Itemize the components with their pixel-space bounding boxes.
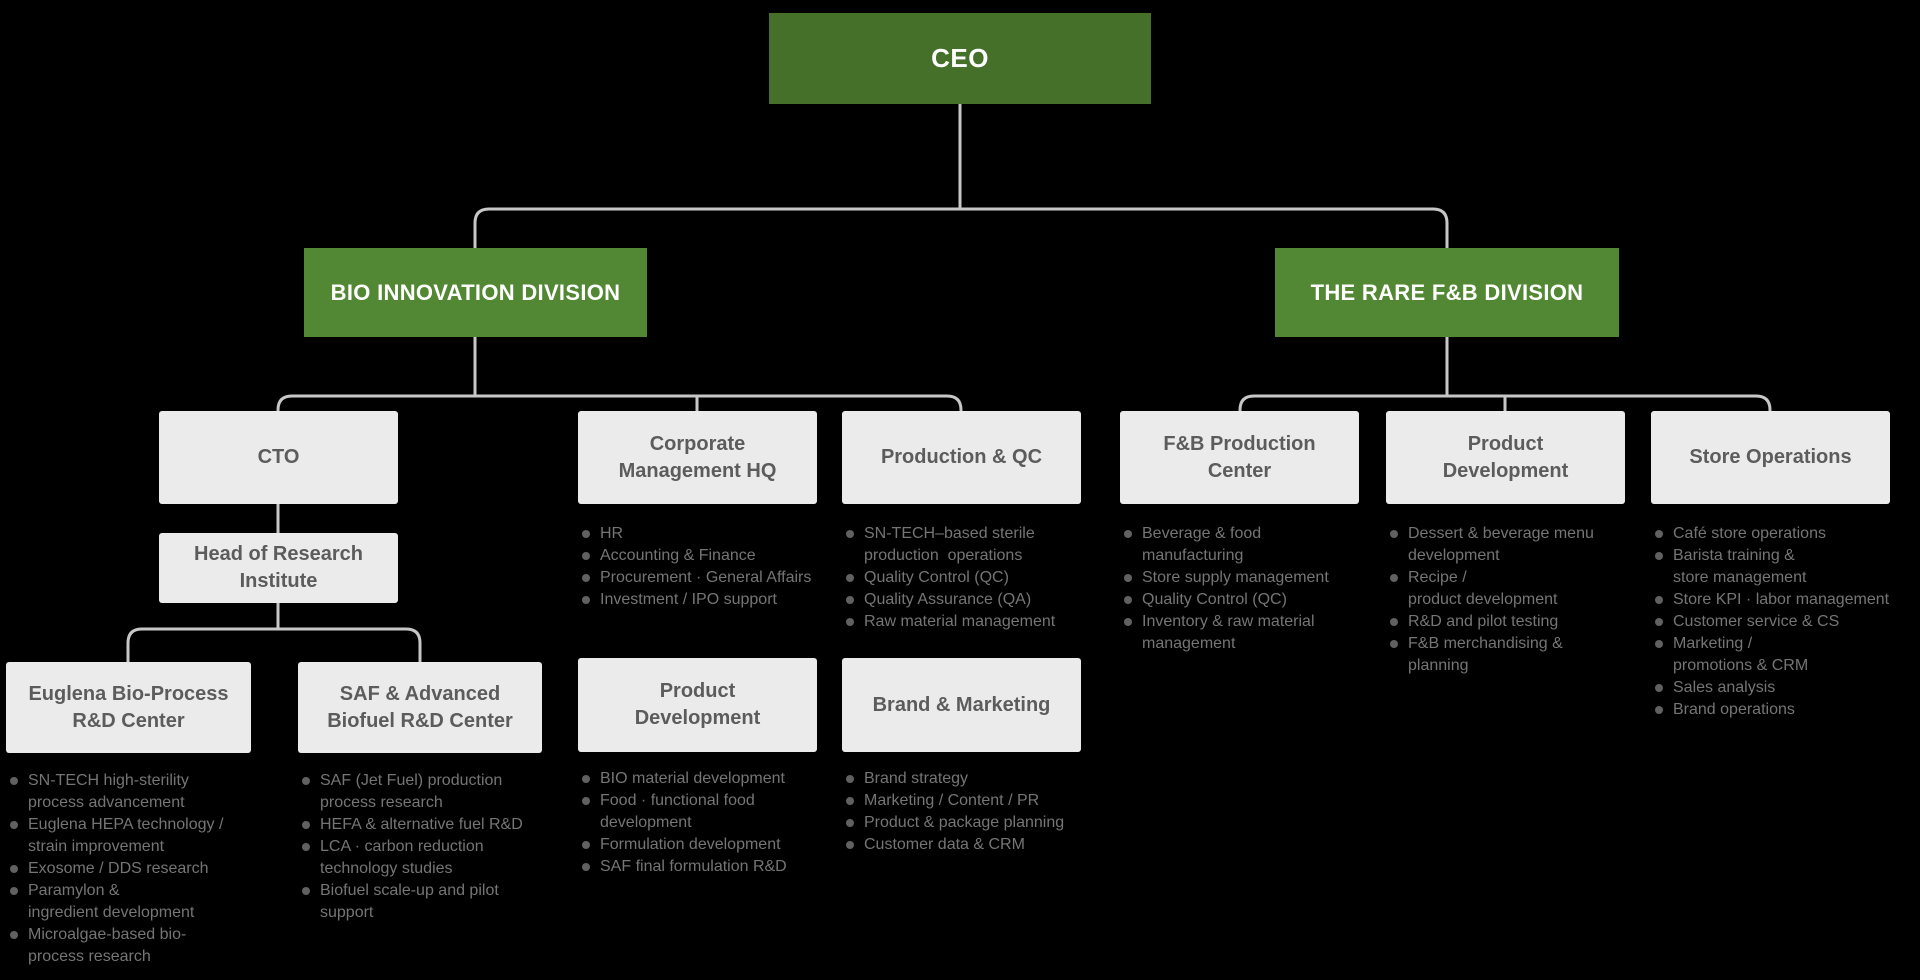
saf-advanced-biofuel-rd-center-bullet-list: SAF (Jet Fuel) production process resear… xyxy=(298,770,523,924)
org-node-fnb-division: THE RARE F&B DIVISION xyxy=(1275,248,1619,337)
bullet-item: SAF final formulation R&D xyxy=(578,856,787,878)
org-node-ceo: CEO xyxy=(769,13,1151,104)
bullet-item: Store KPI · labor management xyxy=(1651,589,1889,611)
bullet-item: Customer data & CRM xyxy=(842,834,1064,856)
bullet-item: Biofuel scale-up and pilot support xyxy=(298,880,523,924)
fnb-production-center-title: F&B Production Center xyxy=(1163,432,1316,482)
org-node-product-development-bio: Product Development xyxy=(578,658,817,752)
org-node-head-of-research-institute: Head of Research Institute xyxy=(159,533,398,603)
bullet-item: Procurement · General Affairs xyxy=(578,567,811,589)
bullet-item: R&D and pilot testing xyxy=(1386,611,1594,633)
bullet-item: Store supply management xyxy=(1120,567,1329,589)
bullet-item: Exosome / DDS research xyxy=(6,858,223,880)
bullet-item: Café store operations xyxy=(1651,523,1889,545)
product-development-fnb-title: Product Development xyxy=(1442,432,1569,482)
org-node-bio-division: BIO INNOVATION DIVISION xyxy=(304,248,647,337)
bullet-item: Inventory & raw material management xyxy=(1120,611,1329,655)
bullet-item: Brand operations xyxy=(1651,699,1889,721)
bullet-item: Marketing / Content / PR xyxy=(842,790,1064,812)
ceo-title: CEO xyxy=(931,43,989,73)
bullet-item: SN-TECH–based sterile production operati… xyxy=(842,523,1055,567)
bullet-item: Recipe / product development xyxy=(1386,567,1594,611)
product-development-bio-title: Product Development xyxy=(634,680,761,729)
bullet-item: Dessert & beverage menu development xyxy=(1386,523,1594,567)
production-qc-bullet-list: SN-TECH–based sterile production operati… xyxy=(842,523,1055,633)
bullet-item: Brand strategy xyxy=(842,768,1064,790)
bullet-item: Sales analysis xyxy=(1651,677,1889,699)
bullet-item: Investment / IPO support xyxy=(578,589,811,611)
org-node-corporate-management-hq: Corporate Management HQ xyxy=(578,411,817,504)
bullet-item: Paramylon & ingredient development xyxy=(6,880,223,924)
bullet-item: Product & package planning xyxy=(842,812,1064,834)
euglena-bio-process-rd-center-title: Euglena Bio-Process R&D Center xyxy=(28,682,229,732)
bullet-item: Barista training & store management xyxy=(1651,545,1889,589)
org-node-fnb-production-center: F&B Production Center xyxy=(1120,411,1359,504)
bullet-item: Euglena HEPA technology / strain improve… xyxy=(6,814,223,858)
bullet-item: Food · functional food development xyxy=(578,790,787,834)
org-node-brand-marketing: Brand & Marketing xyxy=(842,658,1081,752)
bullet-item: Quality Control (QC) xyxy=(1120,589,1329,611)
bullet-item: BIO material development xyxy=(578,768,787,790)
bullet-item: Formulation development xyxy=(578,834,787,856)
production-qc-title: Production & QC xyxy=(880,446,1043,468)
cto-title: CTO xyxy=(257,446,300,468)
connector-top-rail xyxy=(473,207,1449,250)
connector-bio-rail xyxy=(276,394,963,414)
fnb-division-title: THE RARE F&B DIVISION xyxy=(1310,279,1584,305)
bullet-item: LCA · carbon reduction technology studie… xyxy=(298,836,523,880)
bullet-item: Raw material management xyxy=(842,611,1055,633)
bullet-item: Quality Control (QC) xyxy=(842,567,1055,589)
store-operations-title: Store Operations xyxy=(1689,446,1852,468)
bullet-item: Beverage & food manufacturing xyxy=(1120,523,1329,567)
bullet-item: SN-TECH high-sterility process advanceme… xyxy=(6,770,223,814)
connector-research-rail xyxy=(126,627,422,666)
org-node-saf-advanced-biofuel-rd-center: SAF & Advanced Biofuel R&D Center xyxy=(298,662,542,753)
bio-division-title: BIO INNOVATION DIVISION xyxy=(330,279,621,305)
corporate-management-hq-title: Corporate Management HQ xyxy=(618,432,777,482)
bullet-item: HEFA & alternative fuel R&D xyxy=(298,814,523,836)
euglena-bio-process-rd-center-bullet-list: SN-TECH high-sterility process advanceme… xyxy=(6,770,223,968)
org-node-cto: CTO xyxy=(159,411,398,504)
bullet-item: Marketing / promotions & CRM xyxy=(1651,633,1889,677)
bullet-item: Accounting & Finance xyxy=(578,545,811,567)
bullet-item: F&B merchandising & planning xyxy=(1386,633,1594,677)
brand-marketing-title: Brand & Marketing xyxy=(872,693,1051,716)
bullet-item: Quality Assurance (QA) xyxy=(842,589,1055,611)
org-node-euglena-bio-process-rd-center: Euglena Bio-Process R&D Center xyxy=(6,662,251,753)
bullet-item: Microalgae-based bio- process research xyxy=(6,924,223,968)
org-node-production-qc: Production & QC xyxy=(842,411,1081,504)
org-node-store-operations: Store Operations xyxy=(1651,411,1890,504)
bullet-item: HR xyxy=(578,523,811,545)
org-node-product-development-fnb: Product Development xyxy=(1386,411,1625,504)
bullet-item: Customer service & CS xyxy=(1651,611,1889,633)
saf-advanced-biofuel-rd-center-title: SAF & Advanced Biofuel R&D Center xyxy=(327,682,513,732)
head-of-research-institute-title: Head of Research Institute xyxy=(194,543,363,592)
bullet-item: SAF (Jet Fuel) production process resear… xyxy=(298,770,523,814)
